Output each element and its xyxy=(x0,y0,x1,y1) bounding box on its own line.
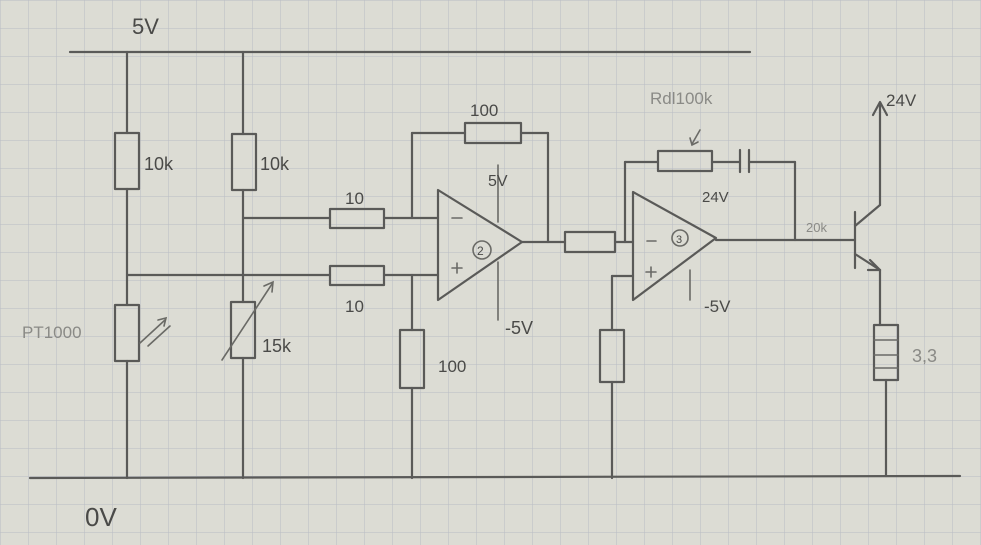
resistor-label-ground: 100 xyxy=(438,357,466,376)
feedback3-label: Rdl100k xyxy=(650,89,713,108)
transistor-output-stage xyxy=(714,100,900,478)
rail-0v-wire xyxy=(28,474,962,480)
opamp3-minus-supply-label: -5V xyxy=(704,297,731,316)
rail-0v-label: 0V xyxy=(85,502,117,532)
opamp2-minus-supply-label: -5V xyxy=(505,318,533,338)
sensor-label: PT1000 xyxy=(22,323,82,342)
opamp3-number: 3 xyxy=(676,234,682,246)
opamp2-plus-supply-label: 5V xyxy=(488,173,508,190)
pot-label: 15k xyxy=(262,336,292,356)
rail-5v-label: 5V xyxy=(132,14,159,39)
interstage-network xyxy=(520,129,797,480)
middle-divider-branch xyxy=(221,50,274,480)
opamp-3 xyxy=(631,190,718,302)
resistor-label-input-top: 10 xyxy=(345,189,364,208)
base-resistor-label: 20k xyxy=(806,220,827,235)
resistor-label-input-bottom: 10 xyxy=(345,297,364,316)
opamp-2 xyxy=(436,164,524,321)
supply-24v-label: 24V xyxy=(886,91,917,110)
opamp3-plus-supply-label: 24V xyxy=(702,189,729,206)
resistor-label-top-mid: 10k xyxy=(260,154,290,174)
resistor-label-top-left: 10k xyxy=(144,154,174,174)
left-divider-branch xyxy=(113,50,171,480)
load-label: 3,3 xyxy=(912,346,937,366)
opamp2-number: 2 xyxy=(477,244,484,258)
opamp2-input-network xyxy=(125,121,550,480)
resistor-label-feedback: 100 xyxy=(470,101,498,120)
